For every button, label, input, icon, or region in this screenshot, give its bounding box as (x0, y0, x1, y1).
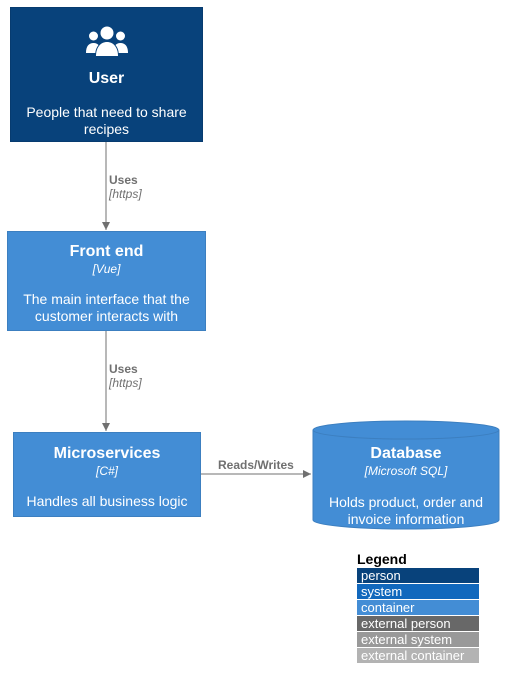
users-icon (11, 25, 202, 57)
database-title: Database (370, 445, 442, 462)
database-cylinder-shape (312, 420, 500, 530)
frontend-title: Front end (69, 243, 144, 260)
frontend-description: The main interface that the customer int… (23, 291, 190, 324)
database-content: Database [Microsoft SQL] Holds product, … (312, 444, 500, 528)
legend-item-external-system: external system (357, 632, 479, 647)
legend-item-external-container: external container (357, 648, 479, 663)
legend-item-person: person (357, 568, 479, 583)
database-description: Holds product, order and invoice informa… (328, 494, 484, 527)
edge-label-text: Uses (109, 362, 138, 376)
edge-label-text: Uses (109, 173, 138, 187)
legend-item-container: container (357, 600, 479, 615)
legend-title: Legend (357, 551, 407, 567)
user-description: People that need to share recipes (26, 104, 187, 137)
edge-label-frontend-microservices: Uses [https] (109, 362, 142, 390)
microservices-title: Microservices (53, 445, 161, 462)
database-technology: [Microsoft SQL] (364, 464, 448, 478)
frontend-technology: [Vue] (92, 262, 121, 276)
edge-label-microservices-database: Reads/Writes (218, 458, 294, 472)
edge-label-technology: [https] (109, 376, 142, 390)
microservices-description: Handles all business logic (26, 493, 188, 509)
edge-label-user-frontend: Uses [https] (109, 173, 142, 201)
database-container-box[interactable]: Database [Microsoft SQL] Holds product, … (312, 420, 500, 530)
user-person-box[interactable]: User People that need to share recipes (10, 7, 203, 142)
microservices-container-box[interactable]: Microservices [C#] Handles all business … (13, 432, 201, 517)
legend: Legend person system container external … (357, 551, 479, 663)
legend-item-system: system (357, 584, 479, 599)
user-title: User (88, 70, 125, 87)
edge-label-text: Reads/Writes (218, 458, 294, 472)
microservices-technology: [C#] (95, 464, 118, 478)
edge-label-technology: [https] (109, 187, 142, 201)
frontend-container-box[interactable]: Front end [Vue] The main interface that … (7, 231, 206, 331)
legend-item-external-person: external person (357, 616, 479, 631)
